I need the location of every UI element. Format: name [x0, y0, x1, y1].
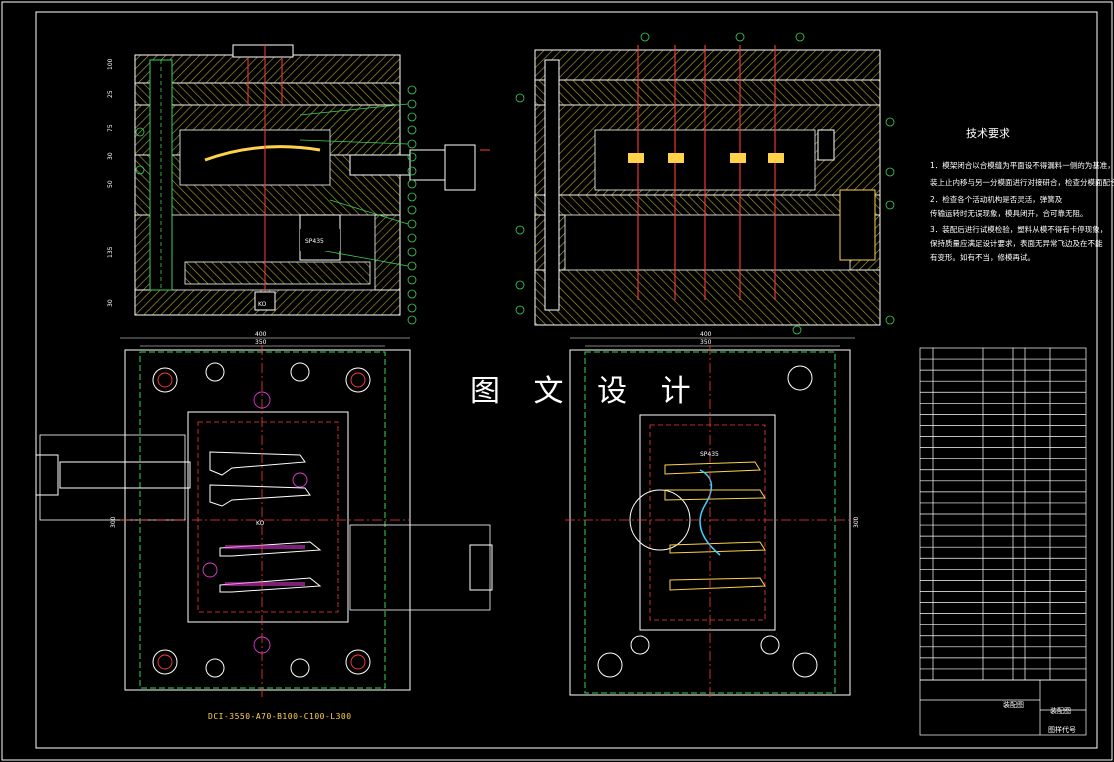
- dim-3: 75: [107, 124, 114, 132]
- tech-req-line-5: 3．装配后进行试模检验，塑料从模不得有卡停现象，: [930, 225, 1108, 234]
- watermark-title: 图 文 设 计: [470, 374, 703, 409]
- tech-req-line-1: 1．模架闭合以合模缝为平面设不得漏料一侧的为基准，: [930, 161, 1114, 170]
- title-block-drawing-name: 装配图: [1003, 701, 1024, 709]
- plan-left-width-outer: 400: [255, 331, 267, 338]
- insert-label-sp: SP435: [700, 451, 719, 458]
- tech-requirements-title: 技术要求: [966, 127, 1010, 140]
- section-dims: 100 25 75 50 30 135 30 SP435 KO 400 350 …: [107, 58, 860, 528]
- sheet-border-inner: [35, 11, 1098, 749]
- plan-view-right: [565, 337, 855, 700]
- plan-left-height: 300: [110, 516, 117, 528]
- part-label-ko: KO: [258, 301, 267, 308]
- plan-view-left: [35, 337, 493, 700]
- title-block-label2: 装配图: [1050, 707, 1071, 715]
- model-code: DCI-3550-A70-B100-C100-L300: [208, 712, 352, 721]
- dim-2: 25: [107, 90, 114, 98]
- parts-list-table: [919, 347, 1087, 736]
- title-block-label3: 图样代号: [1048, 726, 1076, 734]
- plan-right-width-outer: 400: [700, 331, 712, 338]
- section-view-left: [134, 44, 490, 325]
- plan-right-width-inner: 350: [700, 339, 712, 346]
- tech-req-line-2: 装上止内移与另一分模面进行对接研合，检查分模面配合情况；: [930, 178, 1114, 187]
- part-label-sp: SP435: [305, 238, 324, 245]
- plan-left-width-inner: 350: [255, 339, 267, 346]
- tech-req-line-6: 保持质量应满足设计要求，表面无异常飞边及在不能: [930, 239, 1103, 248]
- dim-6: 135: [107, 246, 114, 258]
- insert-label-ko: KO: [256, 520, 265, 527]
- tech-req-line-3: 2．检查各个活动机构是否灵活，弹簧及: [930, 195, 1063, 204]
- dim-4: 50: [107, 180, 114, 188]
- dim-5: 30: [107, 152, 114, 160]
- section-view-right: [515, 32, 895, 335]
- tech-req-line-4: 传输运转时无误现象，模具闭开，合可靠无阻。: [930, 209, 1088, 218]
- tech-req-line-7: 有变形。如有不当，修模再试。: [930, 253, 1035, 262]
- dim-7: 30: [107, 299, 114, 307]
- dim-1: 100: [107, 58, 114, 70]
- plan-right-height: 300: [853, 516, 860, 528]
